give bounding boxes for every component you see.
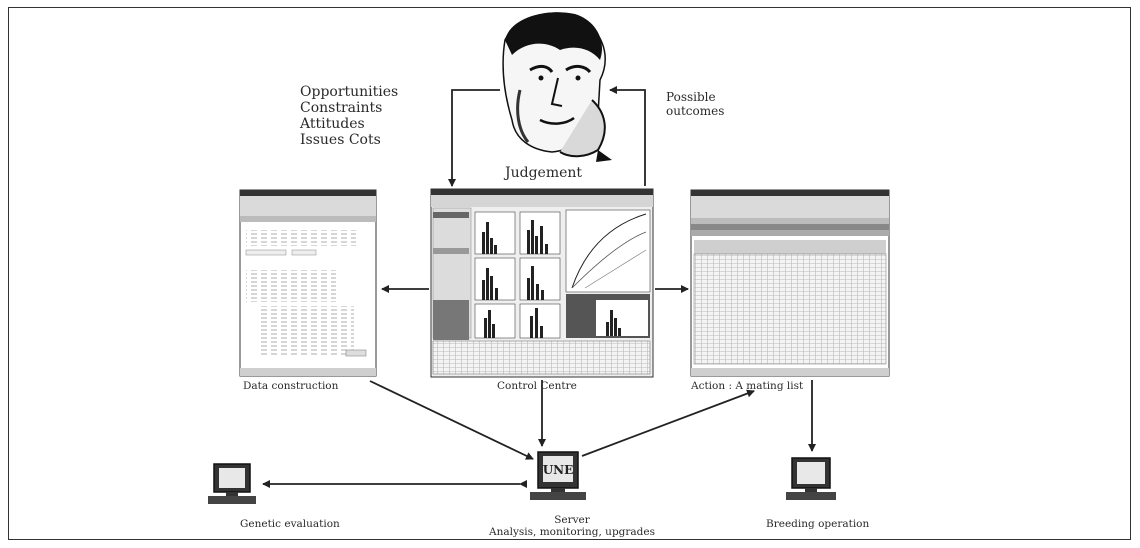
- arrow-server-to-action: [581, 389, 755, 457]
- data-construction-screenshot: [239, 189, 377, 377]
- judgement-label: Judgement: [505, 165, 583, 181]
- arrow-control-to-judgement: [609, 86, 646, 186]
- computer-server: [530, 451, 586, 500]
- server-logo: UNE: [543, 463, 574, 477]
- control-centre-screenshot: [430, 188, 654, 378]
- server-subtitle: Analysis, monitoring, upgrades: [489, 526, 655, 538]
- input-item: Opportunities: [300, 84, 399, 100]
- mating-list-screenshot: [690, 189, 890, 377]
- computer-genetic-evaluation: [208, 463, 256, 504]
- flow-arrows: [262, 86, 816, 488]
- action-label: Action : A mating list: [691, 380, 804, 392]
- diagram-frame: [8, 7, 1131, 540]
- input-item: Attitudes: [300, 116, 365, 132]
- control-centre-label: Control Centre: [497, 380, 577, 392]
- judgement-face-illustration: [502, 12, 612, 162]
- server-title: Server: [554, 514, 590, 526]
- arrow-judgement-to-control: [448, 89, 500, 187]
- input-item: Constraints: [300, 100, 383, 116]
- data-construction-label: Data construction: [243, 380, 339, 392]
- genetic-evaluation-label: Genetic evaluation: [240, 518, 340, 530]
- judgement-inputs-list: Opportunities Constraints Attitudes Issu…: [300, 84, 398, 148]
- possible-outcomes-label: Possible outcomes: [666, 90, 725, 118]
- computer-breeding-operation: [786, 457, 836, 500]
- breeding-operation-label: Breeding operation: [766, 518, 870, 530]
- input-item: Issues Cots: [300, 132, 381, 148]
- arrow-data-to-server: [369, 380, 534, 460]
